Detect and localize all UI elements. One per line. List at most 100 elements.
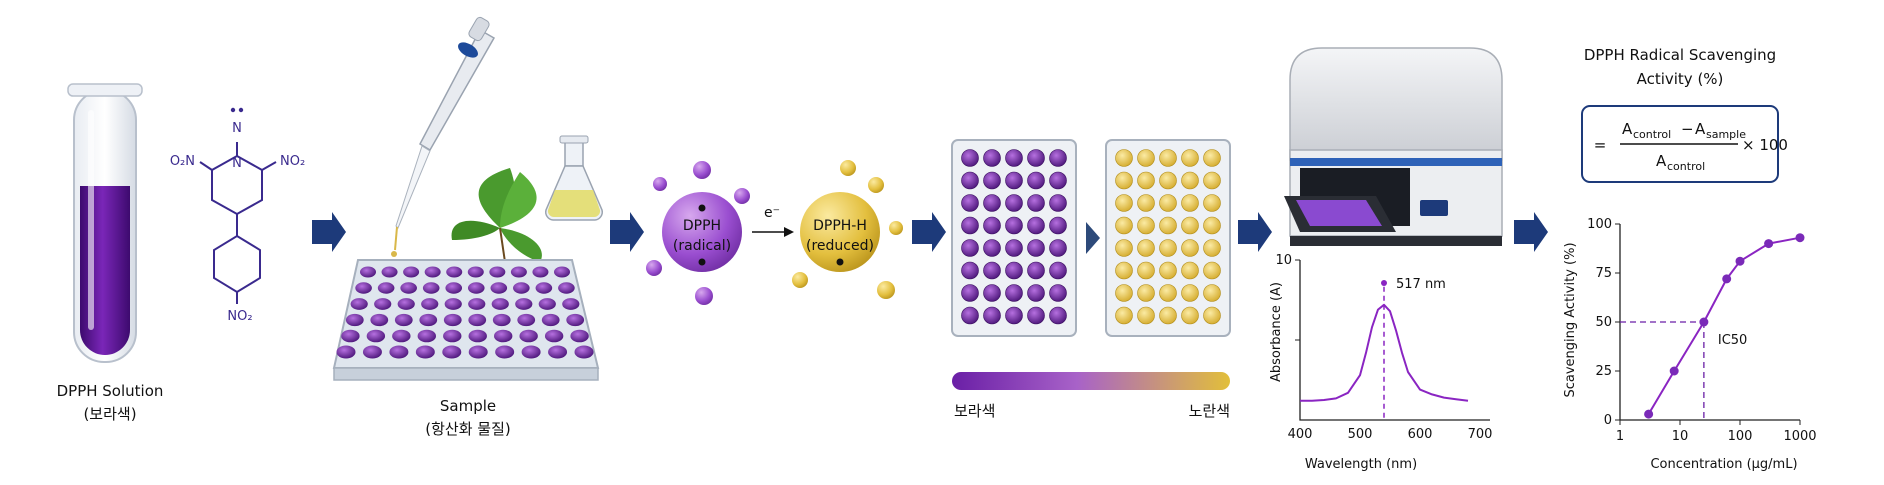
plate-well: [535, 282, 553, 294]
plate-well: [443, 329, 462, 343]
formula-equals: =: [1594, 136, 1607, 154]
yellow-well: [1137, 194, 1155, 212]
plate-well: [417, 329, 436, 343]
yellow-well: [1159, 284, 1177, 302]
plate-well: [517, 313, 536, 327]
scavenging-point: [1722, 274, 1732, 284]
leaf-icon: [451, 168, 542, 263]
plate-well: [350, 298, 368, 310]
plate-well: [468, 298, 486, 310]
arrow-right-icon: [1514, 212, 1548, 252]
scavenging-y-tick-label: 100: [1587, 217, 1612, 232]
denominator-a: A: [1656, 152, 1667, 170]
purple-well: [1005, 171, 1023, 190]
purple-well: [1027, 306, 1045, 325]
dpph-name: DPPH: [683, 218, 721, 234]
purple-plate: [951, 139, 1077, 337]
plate-well: [541, 313, 560, 327]
radical-dot: [230, 107, 236, 113]
plate-well: [570, 329, 589, 343]
yellow-well: [1159, 171, 1177, 190]
plate-well: [554, 266, 570, 278]
spectrum-x-tick-label: 500: [1348, 427, 1373, 442]
yellow-well: [1115, 239, 1133, 257]
purple-well: [1049, 306, 1067, 325]
purple-well: [983, 149, 1001, 167]
formula-title-line2: Activity (%): [1637, 70, 1724, 88]
scavenging-point: [1669, 366, 1679, 376]
purple-well: [961, 149, 979, 167]
purple-well: [1005, 194, 1023, 212]
pipette-icon: [391, 16, 496, 257]
denominator-sub: control: [1667, 160, 1705, 173]
small-arrow-icon: [1086, 222, 1100, 254]
plate-well: [370, 313, 389, 327]
dpph-h-name: DPPH-H: [813, 218, 867, 234]
yellow-well: [1115, 171, 1133, 190]
arrow-right-icon: [1238, 212, 1272, 252]
molecule-n-top: N: [232, 121, 242, 136]
spectrum-y-tick-label: 10: [1275, 253, 1292, 268]
purple-well: [1027, 171, 1045, 190]
tube-sublabel: (보라색): [83, 405, 136, 423]
plate-well: [519, 329, 538, 343]
molecule-ring-n: N: [232, 156, 242, 171]
yellow-well: [1181, 306, 1199, 325]
plate-well: [468, 313, 487, 327]
purple-well: [961, 261, 979, 280]
formula-numerator: A control − A sample: [1622, 120, 1746, 141]
yellow-well: [1137, 239, 1155, 257]
plate-well: [491, 298, 509, 310]
purple-well: [983, 216, 1001, 235]
scavenging-x-tick-label: 10: [1672, 429, 1689, 444]
plate-well: [467, 282, 485, 294]
plate-well: [521, 345, 541, 359]
scavenging-x-tick-label: 1: [1616, 429, 1624, 444]
purple-well: [1027, 216, 1045, 235]
plate-well: [443, 313, 462, 327]
spectrum-xlabel: Wavelength (nm): [1305, 457, 1417, 472]
arrow-right-icon: [610, 212, 644, 252]
plate-well: [392, 329, 411, 343]
yellow-well: [1159, 216, 1177, 235]
scavenging-y-tick-label: 75: [1595, 266, 1612, 281]
sample-sublabel: (항산화 물질): [425, 420, 510, 438]
purple-well: [1005, 261, 1023, 280]
spectrum-x-tick-label: 700: [1468, 427, 1493, 442]
formula-title-line1: DPPH Radical Scavenging: [1584, 46, 1776, 64]
plate-well: [341, 329, 360, 343]
plate-well: [566, 313, 585, 327]
numerator-a-sub: control: [1633, 128, 1671, 141]
spectrum-peak-marker: [1381, 280, 1387, 286]
purple-well: [1027, 149, 1045, 167]
plate-well: [468, 329, 487, 343]
numerator-b-sub: sample: [1706, 128, 1746, 141]
plate-well: [422, 282, 440, 294]
plate-well: [445, 282, 463, 294]
plate-well: [515, 298, 533, 310]
plate-reader-icon: [1284, 47, 1503, 246]
scavenging-x-tick-label: 100: [1728, 429, 1753, 444]
dpph-h-state: (reduced): [806, 238, 874, 254]
purple-well: [1005, 149, 1023, 167]
plate-well: [467, 266, 484, 278]
dpph-radical-sphere: [646, 161, 750, 305]
gradient-left-label: 보라색: [954, 402, 995, 420]
yellow-well: [1203, 239, 1221, 257]
purple-well: [1027, 261, 1045, 280]
plate-well: [548, 345, 568, 359]
yellow-well: [1115, 194, 1133, 212]
plate-well: [562, 298, 580, 310]
plate-well: [532, 266, 549, 278]
yellow-well: [1115, 149, 1133, 167]
yellow-well: [1181, 261, 1199, 280]
plate-well: [415, 345, 435, 359]
plate-well: [377, 282, 395, 294]
plate-well: [544, 329, 564, 343]
yellow-well: [1203, 261, 1221, 280]
yellow-plate: [1105, 139, 1231, 337]
plate-well: [336, 345, 356, 359]
yellow-well: [1203, 284, 1221, 302]
